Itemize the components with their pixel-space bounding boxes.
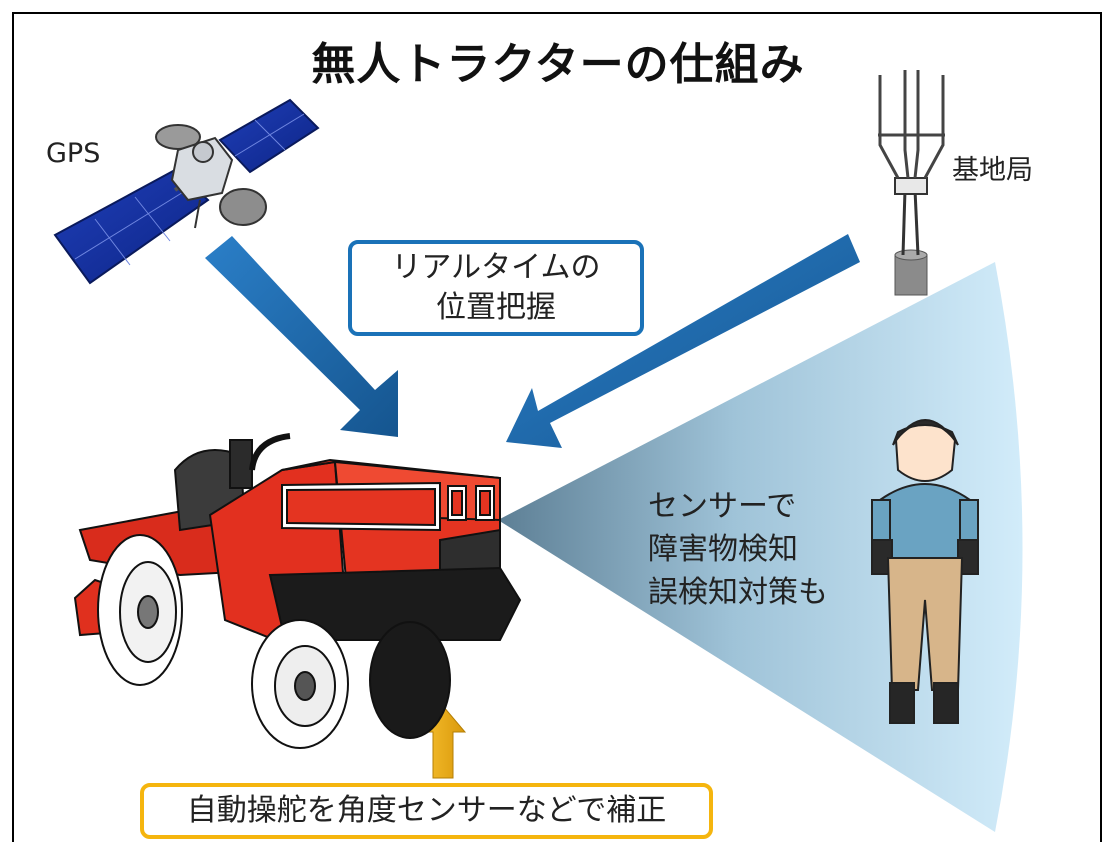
base-station-arrow [506, 234, 860, 448]
sensor-description: センサーで 障害物検知 誤検知対策も [648, 485, 828, 614]
satellite-icon [53, 98, 320, 285]
realtime-position-box: リアルタイムの 位置把握 [348, 240, 644, 336]
base-station-label: 基地局 [952, 155, 1033, 186]
page-title: 無人トラクターの仕組み [311, 39, 805, 90]
sensor-line2: 障害物検知 [648, 532, 798, 567]
sensor-line1: センサーで [648, 489, 797, 524]
realtime-box-line1: リアルタイムの [391, 250, 601, 285]
gps-label: GPS [46, 138, 101, 169]
steering-correction-box: 自動操舵を角度センサーなどで補正 [140, 783, 713, 839]
diagram-frame [12, 12, 1102, 842]
tractor-icon [73, 433, 522, 749]
sensor-line3: 誤検知対策も [648, 575, 828, 610]
person-icon [871, 419, 979, 724]
gps-arrow [205, 236, 398, 437]
antenna-tower-icon [878, 70, 945, 296]
realtime-box-line2: 位置把握 [436, 290, 556, 325]
